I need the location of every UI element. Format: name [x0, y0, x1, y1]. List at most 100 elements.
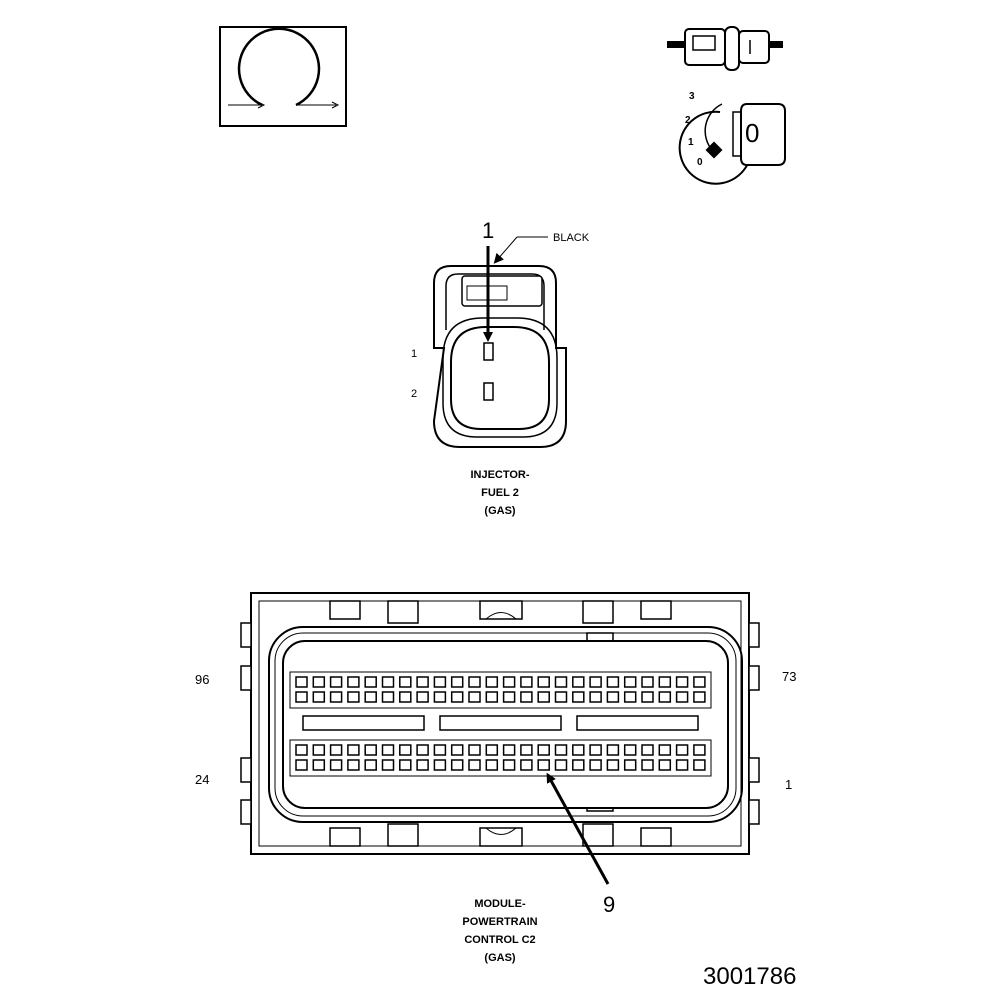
ignition-position-3: 3	[689, 91, 695, 102]
pcm-pin-cavity	[416, 676, 429, 688]
pcm-pin-cavity	[502, 744, 516, 756]
pcm-pin-cavity	[693, 676, 706, 688]
pcm-pin-cavity	[554, 744, 568, 756]
pcm-pin-cavity	[312, 691, 326, 703]
pcm-pin-cavity	[295, 759, 308, 771]
pcm-pin-cavity	[520, 744, 533, 756]
pcm-pin-cavity	[502, 676, 516, 688]
ignition-position-1: 1	[688, 137, 694, 148]
pcm-pin-cavity	[537, 744, 550, 756]
pcm-pin-cavity	[658, 676, 672, 688]
pcm-pin-cavity	[572, 759, 585, 771]
pcm-pin-cavity	[468, 676, 481, 688]
pcm-pin-cavity	[381, 691, 395, 703]
pcm-pin-cavity	[399, 691, 412, 703]
pcm-pin-cavity	[450, 691, 464, 703]
pcm-pin-cavity	[399, 676, 412, 688]
key-off-omega-icon	[219, 26, 347, 127]
injector-caption-line-2: FUEL 2	[481, 487, 519, 499]
pcm-pin-cavity	[606, 759, 620, 771]
pcm-pin-cavity	[485, 691, 499, 703]
pcm-caption: MODULE- POWERTRAIN CONTROL C2 (GAS)	[435, 895, 565, 967]
pcm-pin-cavity	[502, 759, 516, 771]
pcm-pin-cavity	[520, 691, 533, 703]
pcm-pin-cavity	[520, 676, 533, 688]
pcm-pin-cavity	[329, 744, 343, 756]
pcm-pin-cavity	[364, 744, 377, 756]
pcm-pin-cavity	[329, 691, 343, 703]
pcm-pin-label-96: 96	[195, 672, 210, 687]
pcm-callout-number: 9	[603, 892, 616, 917]
figure-number: 3001786	[703, 963, 797, 990]
pcm-pin-cavity	[364, 759, 377, 771]
pcm-pin-cavity	[554, 691, 568, 703]
injector-pin-1	[483, 342, 494, 361]
connector-disconnect-icon	[667, 26, 783, 71]
pcm-pin-cavity	[675, 691, 689, 703]
pcm-pin-cavity	[606, 691, 620, 703]
pcm-pin-cavity	[312, 759, 326, 771]
pcm-pin-cavity	[606, 676, 620, 688]
injector-pin-2	[483, 382, 494, 401]
pcm-pin-cavity	[485, 759, 499, 771]
pcm-pin-cavity	[572, 691, 585, 703]
pcm-pin-cavity	[450, 676, 464, 688]
pcm-pin-cavity	[347, 759, 360, 771]
pcm-pin-cavity	[623, 676, 637, 688]
pcm-pin-cavity	[589, 744, 602, 756]
injector-pin-label-2: 2	[411, 388, 418, 400]
pcm-pin-cavity	[347, 744, 360, 756]
pcm-pin-cavity	[658, 759, 672, 771]
pcm-pin-cavity	[537, 691, 550, 703]
pcm-pin-cavity	[433, 691, 447, 703]
pcm-pin-cavity	[589, 759, 602, 771]
pcm-pin-cavity	[468, 759, 481, 771]
pcm-pin-cavity	[381, 744, 395, 756]
pcm-pin-cavity	[623, 691, 637, 703]
pcm-pin-label-1: 1	[785, 777, 793, 792]
ignition-key-icon	[678, 103, 786, 185]
pcm-pin-cavity	[485, 744, 499, 756]
pcm-pin-cavity	[416, 691, 429, 703]
pcm-pin-cavity	[416, 759, 429, 771]
pcm-pin-cavity	[468, 744, 481, 756]
pcm-pin-cavity	[554, 676, 568, 688]
pcm-pin-cavity	[675, 759, 689, 771]
pcm-pin-cavity	[433, 744, 447, 756]
pcm-pin-cavity	[693, 759, 706, 771]
pcm-pin-cavity	[675, 744, 689, 756]
pcm-pin-cavity	[641, 759, 654, 771]
pcm-pin-cavity	[554, 759, 568, 771]
pcm-pin-cavity	[468, 691, 481, 703]
pcm-caption-line-2: POWERTRAIN	[462, 916, 538, 928]
pcm-pin-cavity	[295, 744, 308, 756]
pcm-pin-cavity	[658, 744, 672, 756]
pcm-pin-cavity	[399, 759, 412, 771]
pcm-pin-cavity	[623, 759, 637, 771]
pcm-pin-cavity	[450, 759, 464, 771]
pcm-pin-cavity	[416, 744, 429, 756]
pcm-pin-cavity	[641, 744, 654, 756]
pcm-pin-cavity	[537, 676, 550, 688]
pcm-pin-cavity	[572, 676, 585, 688]
pcm-pin-cavity	[485, 676, 499, 688]
pcm-pin-cavity	[606, 744, 620, 756]
pcm-pin-label-24: 24	[195, 772, 210, 787]
pcm-pin-cavity	[675, 676, 689, 688]
injector-caption: INJECTOR- FUEL 2 (GAS)	[440, 466, 560, 520]
pcm-pin-cavity	[347, 691, 360, 703]
ignition-position-0: 0	[697, 157, 703, 168]
pcm-pin-cavity	[502, 691, 516, 703]
pcm-pin-cavity	[381, 676, 395, 688]
pcm-caption-line-1: MODULE-	[474, 898, 526, 910]
injector-caption-line-1: INJECTOR-	[470, 469, 530, 481]
pcm-pin-cavity	[693, 691, 706, 703]
pcm-pin-cavity	[312, 744, 326, 756]
pcm-pin-cavity	[364, 676, 377, 688]
pcm-pin-cavity	[364, 691, 377, 703]
pcm-pin-cavity	[433, 676, 447, 688]
callout-9-arrow	[546, 772, 610, 885]
pcm-pin-cavity	[329, 759, 343, 771]
injector-pin-label-1: 1	[411, 348, 418, 360]
